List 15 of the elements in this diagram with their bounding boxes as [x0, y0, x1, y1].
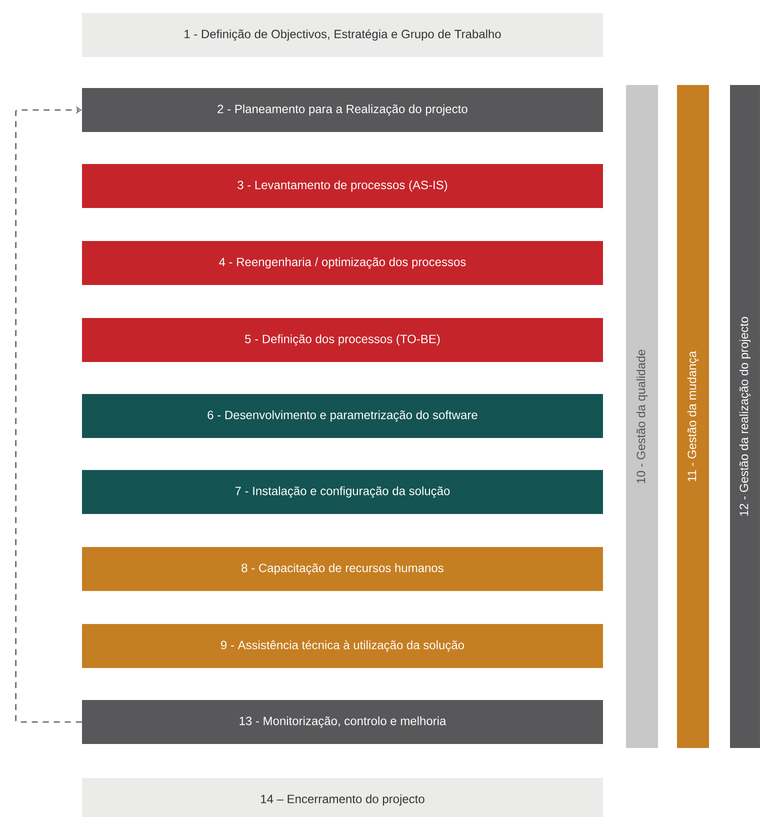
process-bar: 1 - Definição de Objectivos, Estratégia e Grupo de Trabalho — [82, 13, 603, 57]
process-bar: 7 - Instalação e configuração da solução — [82, 470, 603, 514]
vertical-bar: 10 - Gestão da qualidade — [626, 85, 658, 748]
process-bar: 2 - Planeamento para a Realização do projecto — [82, 88, 603, 132]
process-bar: 14 – Encerramento do projecto — [82, 778, 603, 817]
process-bar: 9 - Assistência técnica à utilização da solução — [82, 624, 603, 668]
vertical-bar: 12 - Gestão da realização do projecto — [730, 85, 760, 748]
process-bar: 6 - Desenvolvimento e parametrização do software — [82, 394, 603, 438]
process-bar: 13 - Monitorização, controlo e melhoria — [82, 700, 603, 744]
process-bar: 4 - Reengenharia / optimização dos processos — [82, 241, 603, 285]
process-bar: 8 - Capacitação de recursos humanos — [82, 547, 603, 591]
process-bar: 3 - Levantamento de processos (AS-IS) — [82, 164, 603, 208]
process-bar: 5 - Definição dos processos (TO-BE) — [82, 318, 603, 362]
vertical-bar: 11 - Gestão da mudança — [677, 85, 709, 748]
dashed-arrow — [15, 106, 82, 723]
